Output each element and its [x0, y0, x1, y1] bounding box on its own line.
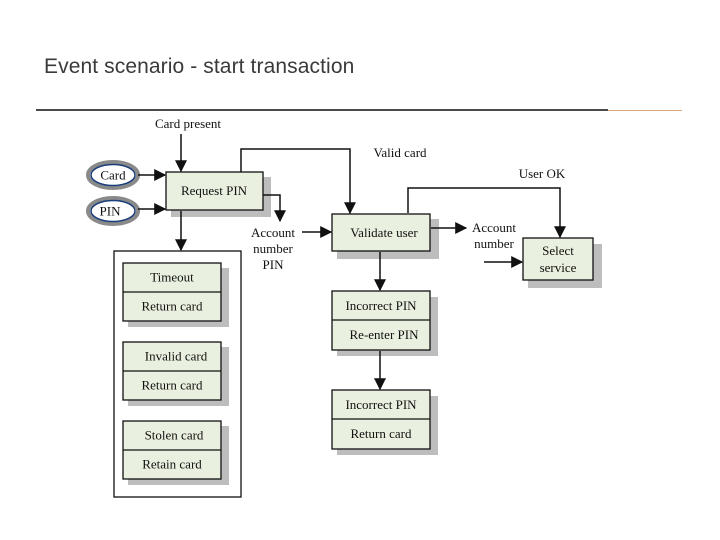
valid-card-label: Valid card	[373, 145, 427, 160]
pin-label-left: PIN	[263, 257, 285, 272]
exception-action: Return card	[141, 378, 203, 393]
pin-failure-condition: Incorrect PIN	[345, 397, 417, 412]
exception-action: Retain card	[142, 457, 202, 472]
exception-group-invalid-card: Invalid card Return card	[122, 341, 229, 406]
pin-input-oval: PIN	[86, 196, 140, 226]
exception-group-stolen-card: Stolen card Retain card	[122, 420, 229, 485]
title-divider	[36, 109, 608, 111]
select-service-label-line2: service	[540, 260, 577, 275]
arrow-user-ok	[407, 187, 566, 239]
pin-failure-action: Return card	[350, 426, 412, 441]
number-label-left: number	[253, 241, 293, 256]
slide-title: Event scenario - start transaction	[44, 55, 355, 78]
exception-condition: Invalid card	[145, 349, 208, 364]
title-divider-accent	[608, 110, 682, 111]
exception-action: Return card	[141, 299, 203, 314]
pin-input-label: PIN	[100, 204, 122, 219]
card-input-oval: Card	[86, 160, 140, 190]
validate-user-box: Validate user	[331, 213, 439, 259]
arrow-valid-card	[240, 148, 356, 215]
validate-user-label: Validate user	[350, 225, 418, 240]
pin-failure-return-card: Incorrect PIN Return card	[331, 389, 438, 455]
pin-failure-condition: Incorrect PIN	[345, 298, 417, 313]
exception-condition: Stolen card	[145, 428, 204, 443]
pin-failure-action: Re-enter PIN	[350, 327, 420, 342]
select-service-box: Select service	[522, 237, 602, 288]
card-input-label: Card	[100, 168, 126, 183]
card-present-label: Card present	[155, 116, 221, 131]
request-pin-label: Request PIN	[181, 183, 248, 198]
arrow-request-pin-to-account	[263, 194, 286, 223]
exception-condition: Timeout	[150, 270, 194, 285]
user-ok-label: User OK	[519, 166, 566, 181]
number-label-right: number	[474, 236, 514, 251]
select-service-label-line1: Select	[542, 243, 574, 258]
request-pin-box: Request PIN	[165, 171, 271, 217]
pin-failure-reenter: Incorrect PIN Re-enter PIN	[331, 290, 438, 356]
account-label-right: Account	[472, 220, 516, 235]
account-label-left: Account	[251, 225, 295, 240]
exception-group-timeout: Timeout Return card	[122, 262, 229, 327]
